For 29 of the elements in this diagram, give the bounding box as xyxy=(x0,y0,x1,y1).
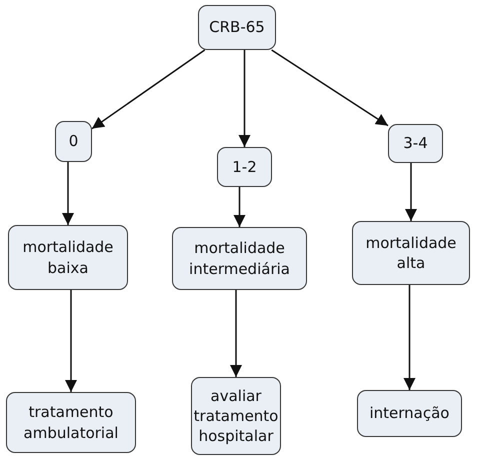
process-box xyxy=(198,5,276,50)
node-label: 3-4 xyxy=(403,133,428,154)
arrow xyxy=(62,162,74,225)
process-box xyxy=(6,392,136,453)
arrow xyxy=(405,163,417,221)
node-label: CRB-65 xyxy=(209,17,265,38)
process-box xyxy=(352,221,470,285)
arrow xyxy=(238,50,250,147)
node-label: mortalidade intermediária xyxy=(188,238,291,279)
arrow xyxy=(92,49,206,130)
process-box xyxy=(8,225,128,290)
arrow xyxy=(404,285,416,390)
arrow xyxy=(234,187,246,227)
process-box xyxy=(217,147,272,187)
process-box xyxy=(191,377,281,455)
arrow xyxy=(271,49,388,126)
arrow xyxy=(65,290,77,392)
node-label: avaliar tratamento hospitalar xyxy=(194,386,278,446)
node-label: mortalidade baixa xyxy=(22,237,114,278)
process-box xyxy=(388,124,443,163)
process-box xyxy=(357,390,462,437)
node-label: 1-2 xyxy=(232,156,257,178)
node-label: tratamento ambulatorial xyxy=(22,402,120,443)
process-box xyxy=(172,227,307,290)
process-box xyxy=(55,121,92,162)
arrow xyxy=(230,290,242,377)
node-label: 0 xyxy=(68,131,78,152)
node-label: mortalidade alta xyxy=(364,232,458,274)
node-label: internação xyxy=(369,403,450,424)
